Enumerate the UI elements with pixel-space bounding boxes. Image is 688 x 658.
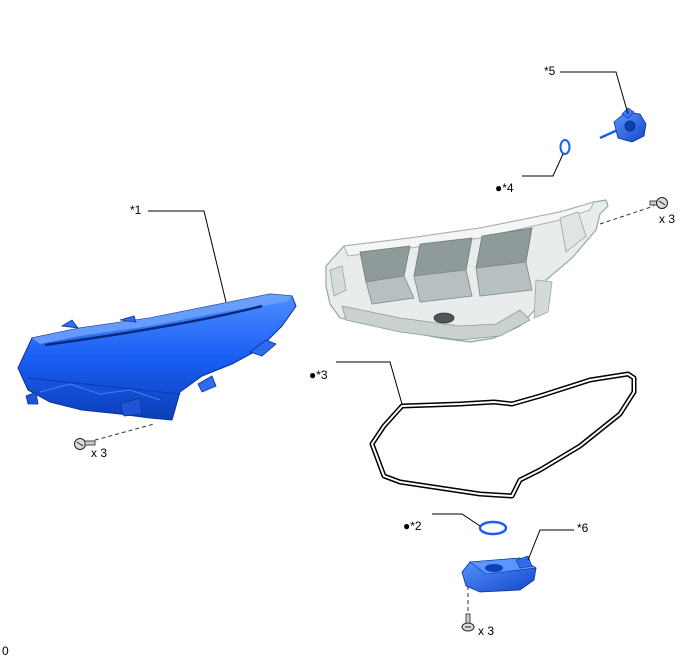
callout-label-1: *1 <box>130 203 142 217</box>
callout-label-6: *6 <box>577 521 589 535</box>
leader-line-3 <box>336 361 403 405</box>
replace-marker-icon: ● <box>309 368 317 382</box>
screw-right-icon <box>649 197 668 209</box>
leader-line-4 <box>522 153 564 177</box>
callout-label-4: *4 <box>502 181 514 195</box>
headlight-housing-part <box>325 199 609 343</box>
leader-line-1 <box>148 210 227 303</box>
dashed-line-screw-right <box>599 205 655 225</box>
replace-marker-icon: ● <box>495 181 503 195</box>
quantity-label-screw-bottom: x 3 <box>478 624 495 638</box>
bulb-socket-part <box>599 107 647 143</box>
callout-label-4-group: ●*4 <box>495 181 514 195</box>
quantity-label-screw-left: x 3 <box>91 446 108 460</box>
control-module-part <box>461 555 537 593</box>
callout-label-5: *5 <box>544 64 556 78</box>
screw-left-icon <box>74 438 96 450</box>
screw-bottom-icon <box>461 613 475 632</box>
headlight-lens-part <box>17 293 297 421</box>
quantity-label-screw-right: x 3 <box>659 212 676 226</box>
gasket-seal-part <box>369 371 637 499</box>
leader-line-2 <box>432 513 481 527</box>
replace-marker-icon: ● <box>403 519 411 533</box>
o-ring-large-part <box>478 520 508 536</box>
o-ring-small-part <box>559 139 571 155</box>
leader-line-6 <box>527 529 574 561</box>
callout-label-2: *2 <box>410 519 422 533</box>
callout-label-2-group: ●*2 <box>403 519 422 533</box>
dashed-line-screw-left <box>87 423 155 443</box>
figure-corner-id: 0 <box>2 644 9 658</box>
callout-label-3-group: ●*3 <box>309 368 328 382</box>
leader-line-5 <box>560 71 629 115</box>
callout-label-3: *3 <box>316 368 328 382</box>
